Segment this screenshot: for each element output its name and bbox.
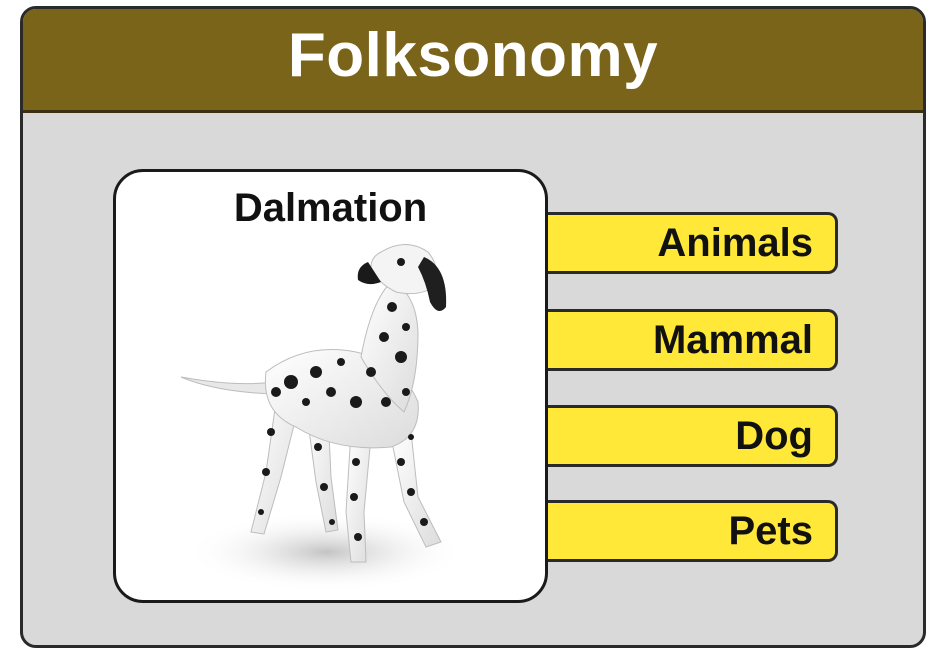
tag-label: Dog (735, 414, 813, 459)
page-title: Folksonomy (288, 20, 658, 91)
item-title: Dalmation (116, 186, 545, 231)
tag-mammal[interactable]: Mammal (548, 309, 838, 371)
tag-label: Pets (729, 509, 814, 554)
item-card: Dalmation (113, 169, 548, 603)
tag-animals[interactable]: Animals (548, 212, 838, 274)
tag-pets[interactable]: Pets (548, 500, 838, 562)
tag-dog[interactable]: Dog (548, 405, 838, 467)
header-bar: Folksonomy (23, 9, 923, 113)
folksonomy-panel: Folksonomy Dalmation (20, 6, 926, 648)
dalmatian-dog-icon (156, 232, 516, 602)
tag-label: Mammal (653, 318, 813, 363)
tag-label: Animals (657, 221, 813, 266)
dog-tail (181, 377, 274, 394)
